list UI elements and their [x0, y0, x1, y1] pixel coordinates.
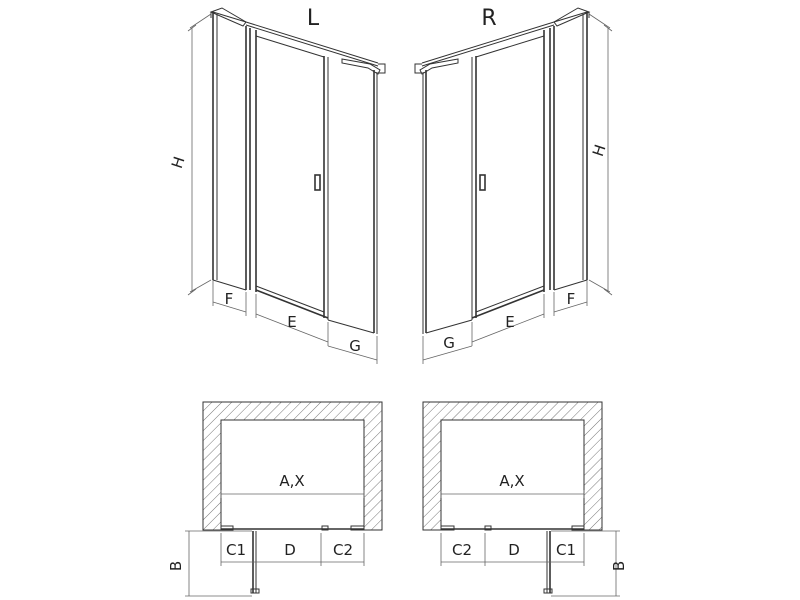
dim-label-b-left: B — [167, 561, 185, 571]
variant-label-right: R — [481, 6, 496, 31]
dim-label-ax-right: A,X — [499, 472, 524, 490]
dim-label-e-right: E — [505, 313, 514, 331]
dim-label-c1-left: C1 — [226, 541, 246, 559]
dim-label-h-right: H — [589, 142, 610, 158]
right-front-fixed-panel — [422, 70, 473, 334]
right-dim-f: F — [553, 280, 588, 316]
left-dim-f: F — [212, 280, 247, 316]
left-door-handle — [314, 174, 321, 191]
dim-label-f-right: F — [567, 290, 576, 308]
left-plan-view: A,X C1 D C2 B — [167, 401, 383, 597]
dim-label-c2-left: C2 — [333, 541, 353, 559]
right-door-panel — [471, 28, 551, 320]
dim-label-b-right: B — [610, 561, 628, 571]
dim-label-f-left: F — [225, 290, 234, 308]
left-dim-e: E — [255, 294, 329, 346]
right-door-handle — [479, 174, 486, 191]
dim-label-d-right: D — [508, 541, 520, 559]
dim-label-c1-right: C1 — [556, 541, 576, 559]
dim-label-h-left: H — [168, 154, 189, 170]
right-top-rail — [414, 7, 591, 75]
dim-label-g-left: G — [349, 337, 361, 355]
left-plan-walls — [202, 401, 383, 531]
left-top-rail — [209, 7, 386, 75]
right-perspective-view: R — [414, 6, 613, 364]
left-perspective-view: L — [168, 6, 386, 364]
dim-label-e-left: E — [287, 313, 296, 331]
dim-label-d-left: D — [284, 541, 296, 559]
right-dim-h: H — [588, 13, 613, 296]
dim-label-c2-right: C2 — [452, 541, 472, 559]
left-side-panel — [212, 11, 247, 291]
dim-label-g-right: G — [443, 334, 455, 352]
variant-label-left: L — [307, 6, 320, 31]
left-front-fixed-panel — [327, 70, 378, 334]
right-side-panel — [553, 11, 588, 291]
right-dim-e: E — [471, 294, 545, 346]
dim-label-ax-left: A,X — [279, 472, 304, 490]
right-plan-view: A,X C2 D C1 B — [422, 401, 628, 597]
right-dim-g: G — [422, 334, 473, 364]
right-plan-walls — [422, 401, 603, 531]
left-door-panel — [249, 28, 329, 320]
left-dim-g: G — [327, 336, 378, 364]
left-dim-h: H — [168, 13, 212, 296]
